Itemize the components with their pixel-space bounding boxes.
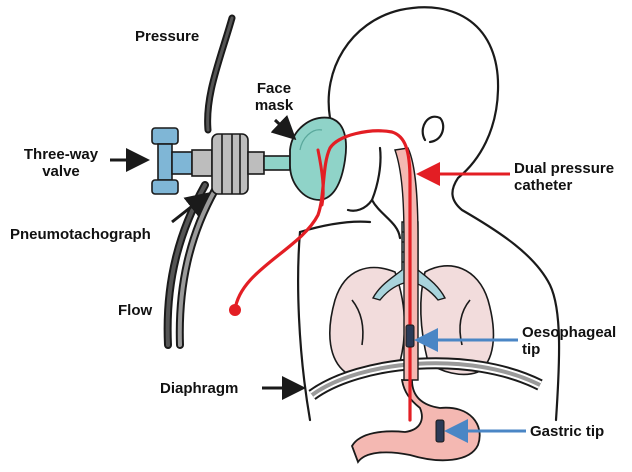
label-oesophageal-tip-line1: Oesophageal: [522, 324, 616, 341]
label-pneumotachograph: Pneumotachograph: [10, 226, 151, 243]
flow-tubes: [168, 185, 215, 345]
label-three-way-valve: Three-way valve: [20, 146, 102, 180]
label-three-way-valve-line1: Three-way: [20, 146, 102, 163]
label-face-mask-line1: Face: [248, 80, 300, 97]
label-face-mask-line2: mask: [248, 97, 300, 114]
label-face-mask: Face mask: [248, 80, 300, 114]
label-gastric-tip: Gastric tip: [530, 423, 604, 440]
face-mask: [290, 118, 346, 200]
label-oesophageal-tip-line2: tip: [522, 341, 616, 358]
label-oesophageal-tip: Oesophageal tip: [522, 324, 616, 358]
label-three-way-valve-line2: valve: [20, 163, 102, 180]
label-diaphragm: Diaphragm: [160, 380, 238, 397]
catheter-end-dot: [229, 304, 241, 316]
pressure-tube: [208, 18, 232, 130]
label-dual-pressure-catheter-line1: Dual pressure: [514, 160, 614, 177]
three-way-valve: [152, 128, 192, 194]
face-mask-arrow: [275, 120, 292, 136]
oesophageal-tip-marker: [406, 325, 414, 347]
stomach: [352, 380, 480, 462]
gastric-tip-marker: [436, 420, 444, 442]
label-flow: Flow: [118, 302, 152, 319]
label-pressure: Pressure: [135, 28, 199, 45]
label-dual-pressure-catheter: Dual pressure catheter: [514, 160, 614, 194]
label-dual-pressure-catheter-line2: catheter: [514, 177, 614, 194]
